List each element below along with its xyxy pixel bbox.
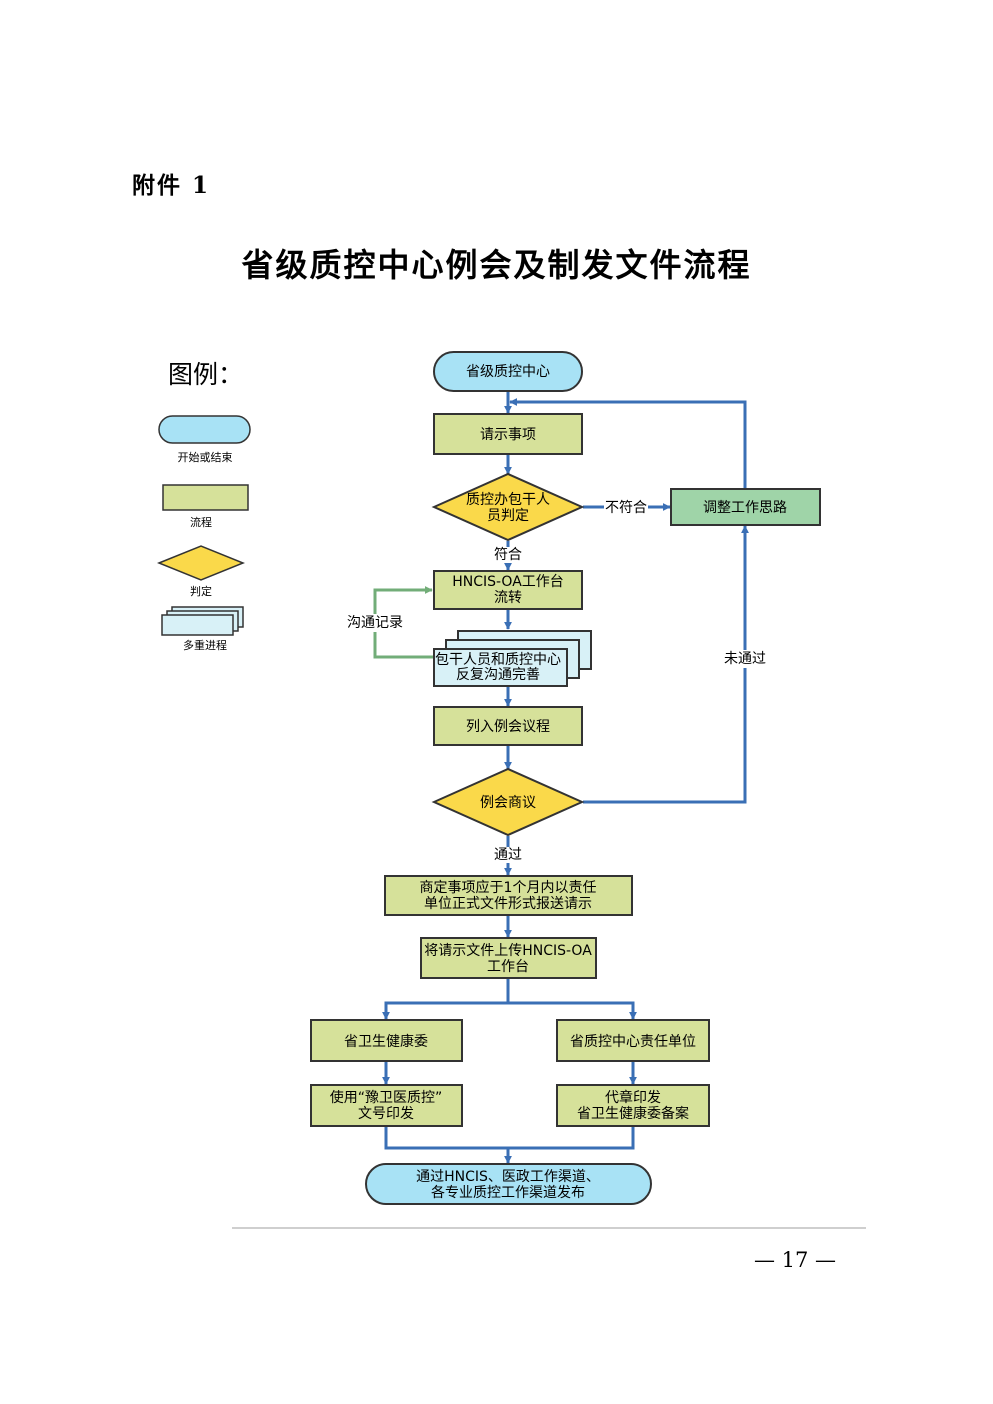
edge-label-comm-record: 沟通记录 <box>347 615 403 631</box>
node-agenda-label: 列入例会议程 <box>466 719 550 735</box>
node-upload-label-line2: 工作台 <box>487 959 529 975</box>
document-title: 省级质控中心例会及制发文件流程 <box>241 246 752 284</box>
node-proxy-seal: 代章印发 省卫生健康委备案 <box>556 1084 710 1127</box>
node-qc-unit: 省质控中心责任单位 <box>556 1019 710 1062</box>
node-proxy-seal-label-line1: 代章印发 <box>605 1089 661 1106</box>
legend-decision-shape <box>157 545 245 581</box>
node-formal-request: 商定事项应于1个月内以责任 单位正式文件形式报送请示 <box>384 875 633 916</box>
legend-terminal-shape <box>158 415 251 444</box>
node-meeting-label: 例会商议 <box>480 795 536 811</box>
edge-label-not-compliant: 不符合 <box>605 500 647 516</box>
node-judge-label-line1: 质控办包干人 <box>466 492 550 508</box>
node-publish-label-line1: 通过HNCIS、医政工作渠道、 <box>416 1169 600 1185</box>
legend-title: 图例： <box>168 360 243 389</box>
node-judge: 质控办包干人 员判定 <box>431 472 585 542</box>
legend-multi-process-shape <box>161 606 244 636</box>
attachment-label: 附件 1 <box>132 172 211 199</box>
node-issue-number-label-line2: 文号印发 <box>358 1106 414 1122</box>
legend-process-shape <box>162 484 249 511</box>
node-upload: 将请示文件上传HNCIS-OA 工作台 <box>420 937 597 979</box>
node-formal-request-label-line1: 商定事项应于1个月内以责任 <box>420 879 597 896</box>
node-meeting: 例会商议 <box>431 767 585 837</box>
node-qc-unit-label: 省质控中心责任单位 <box>570 1034 696 1050</box>
node-health-commission: 省卫生健康委 <box>310 1019 463 1062</box>
node-request: 请示事项 <box>433 413 583 455</box>
edge-label-compliant: 符合 <box>494 547 522 563</box>
legend-process-label: 流程 <box>190 515 212 529</box>
node-upload-label-line1: 将请示文件上传HNCIS-OA <box>424 943 592 959</box>
node-communicate: 包干人员和质控中心 反复沟通完善 <box>433 630 592 687</box>
arrow-issue-to-publish <box>384 1127 512 1164</box>
arrow-proxy-to-publish <box>508 1127 635 1150</box>
node-issue-number-label-line1: 使用“豫卫医质控” <box>330 1089 443 1106</box>
node-judge-label-line2: 员判定 <box>487 508 529 524</box>
node-adjust-label: 调整工作思路 <box>703 500 787 516</box>
node-adjust: 调整工作思路 <box>670 488 821 526</box>
edge-label-not-passed: 未通过 <box>724 651 766 667</box>
node-communicate-label-line2: 反复沟通完善 <box>456 666 540 683</box>
arrow-meeting-to-adjust <box>583 525 749 804</box>
legend-multi-process-label: 多重进程 <box>183 638 227 652</box>
legend-decision-label: 判定 <box>190 584 212 598</box>
legend-terminal-label: 开始或结束 <box>178 450 233 464</box>
node-publish-label-line2: 各专业质控工作渠道发布 <box>431 1185 585 1201</box>
arrow-adjust-to-request <box>509 398 747 489</box>
node-issue-number: 使用“豫卫医质控” 文号印发 <box>310 1084 463 1127</box>
node-formal-request-label-line2: 单位正式文件形式报送请示 <box>424 896 592 912</box>
footer-divider <box>232 1227 866 1229</box>
edge-label-passed: 通过 <box>494 847 522 863</box>
arrow-upload-to-qc-unit <box>508 1001 637 1020</box>
node-communicate-label-line1: 包干人员和质控中心 <box>435 652 561 668</box>
node-request-label: 请示事项 <box>480 427 536 443</box>
node-start: 省级质控中心 <box>433 351 583 392</box>
node-start-label: 省级质控中心 <box>466 364 550 380</box>
legend: 图例： 开始或结束 流程 判定 多重进程 <box>157 360 251 652</box>
page-number: — 17 — <box>753 1248 837 1272</box>
node-agenda: 列入例会议程 <box>433 706 583 746</box>
node-health-commission-label: 省卫生健康委 <box>344 1033 428 1050</box>
arrow-upload-to-commission <box>382 979 510 1020</box>
node-publish: 通过HNCIS、医政工作渠道、 各专业质控工作渠道发布 <box>365 1163 652 1205</box>
node-proxy-seal-label-line2: 省卫生健康委备案 <box>577 1105 689 1122</box>
node-oa-transfer-label-line1: HNCIS-OA工作台 <box>452 574 564 590</box>
node-oa-transfer-label-line2: 流转 <box>494 590 522 606</box>
node-oa-transfer: HNCIS-OA工作台 流转 <box>433 570 583 610</box>
